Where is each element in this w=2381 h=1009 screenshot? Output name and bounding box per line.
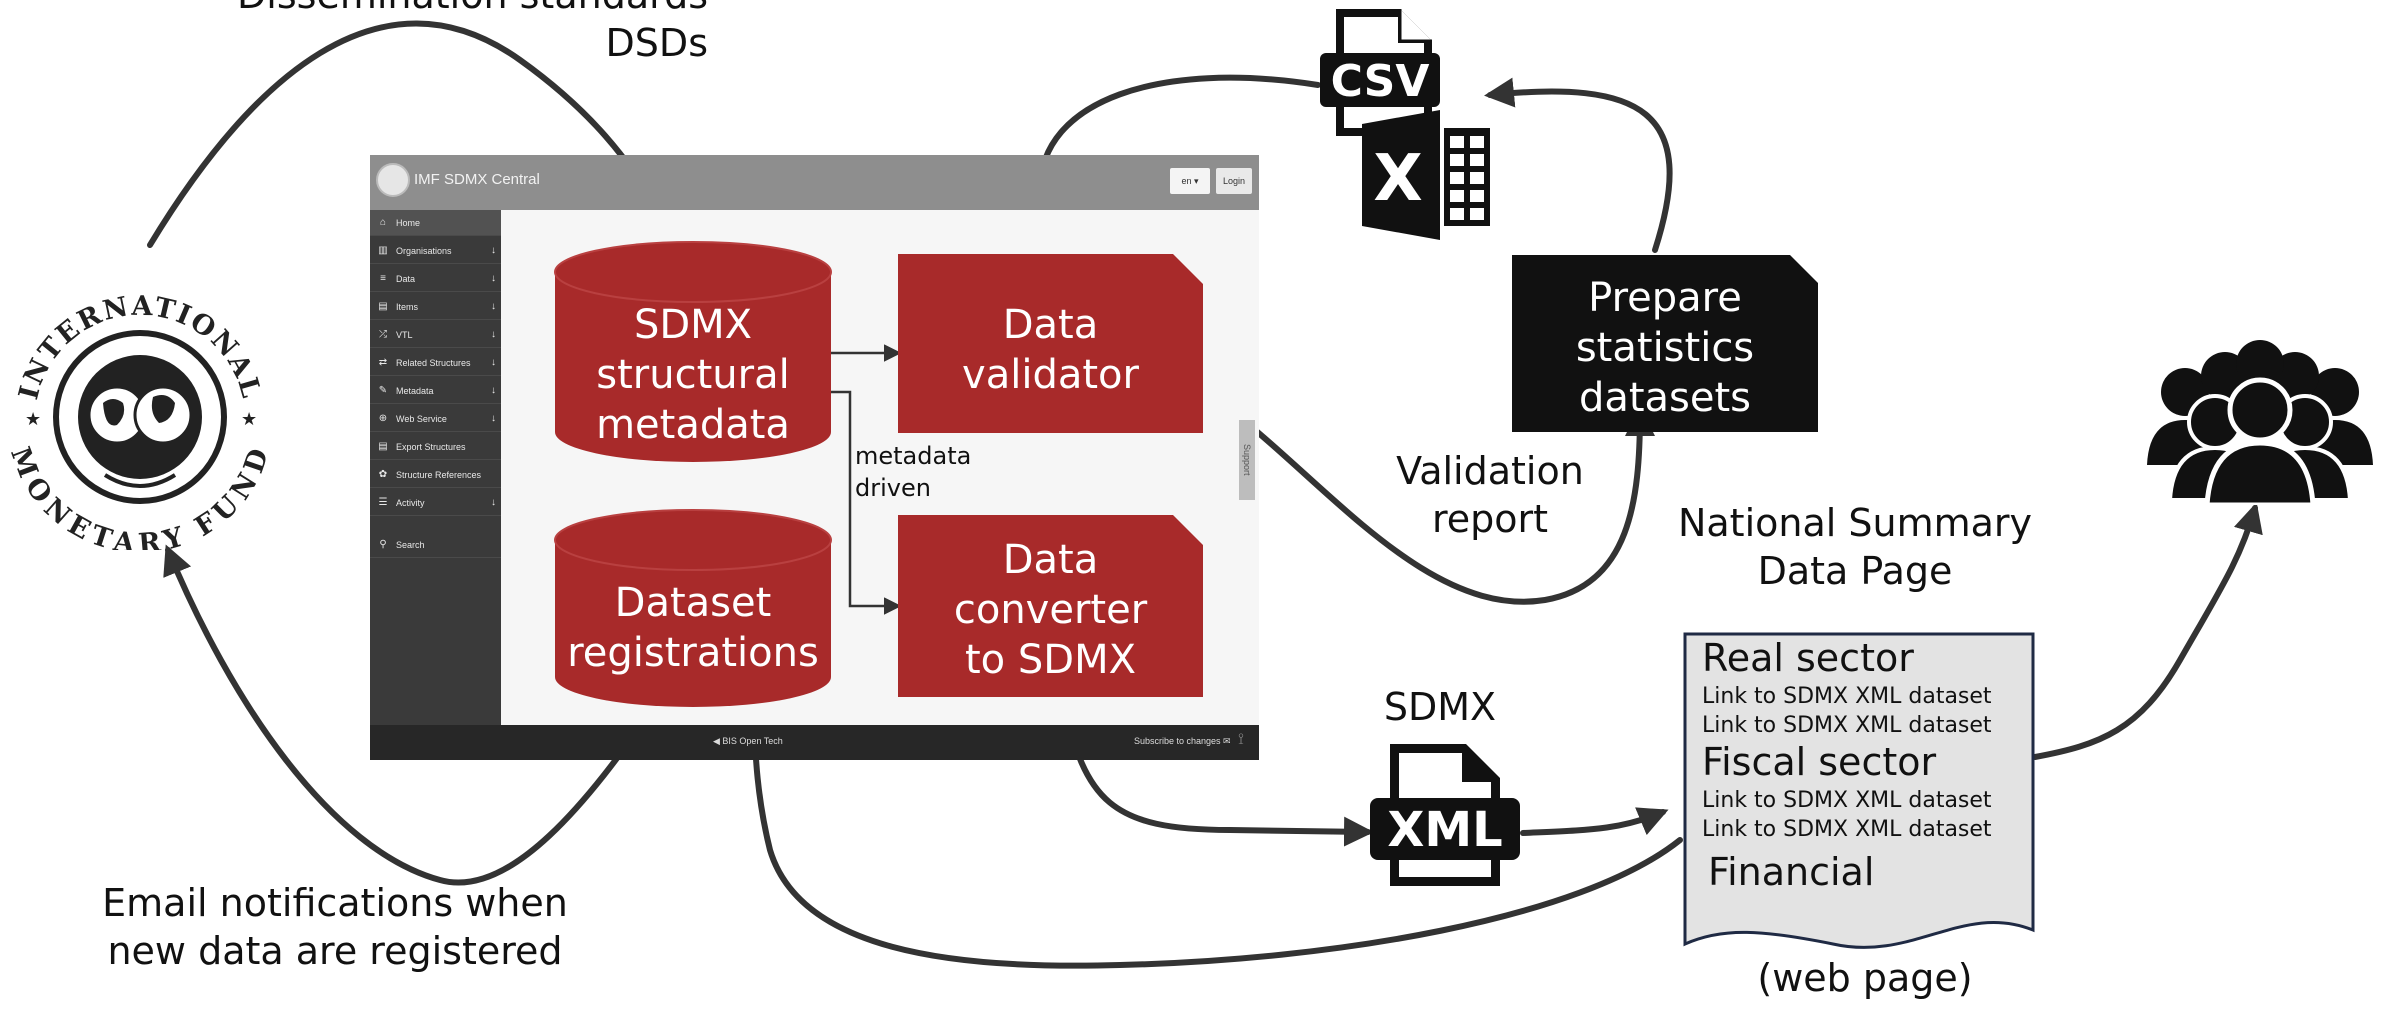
support-tab[interactable]: Support [1239,420,1255,500]
rss-icon[interactable]: ⟟ [1238,731,1244,748]
data-converter-box [898,515,1203,697]
svg-text:CSV: CSV [1331,56,1430,107]
language-select[interactable]: en ▾ [1170,168,1210,194]
arrow-down-icon: ↓ [491,301,496,312]
app-footer: ◀ BIS Open Tech Subscribe to changes ✉ ⟟ [370,725,1259,760]
building-icon: ▥ [378,245,388,256]
list-icon: ☰ [378,497,388,508]
sidebar-item-activity[interactable]: ☰Activity↓ [370,490,501,516]
arrow-down-icon: ↓ [491,245,496,256]
search-icon: ⚲ [379,539,387,550]
sdmx-metadata-label: SDMX structural metadata [596,302,790,448]
arrow-down-icon: ↓ [491,497,496,508]
csv-file-icon: CSV [1320,9,1440,136]
arrow-summary-to-registrations [739,694,1683,969]
open-tech-link[interactable]: ◀ BIS Open Tech [713,736,783,746]
svg-text:X: X [1373,142,1422,216]
arrow-prepare-to-spreadsheet [1484,77,1673,253]
arrow-xml-to-summary [1520,807,1669,836]
sidebar-item-related-structures[interactable]: ⇄Related Structures↓ [370,350,501,376]
summary-page-document [1683,632,2035,949]
prepare-statistics-box [1512,255,1818,432]
arrow-down-icon: ↓ [491,413,496,424]
imf-logo-icon [376,163,410,197]
sidebar-item-web-service[interactable]: ⊕Web Service↓ [370,406,501,432]
sidebar-item-items[interactable]: ▤Items↓ [370,294,501,320]
arrow-registrations-to-imf [163,544,658,886]
excel-icon: X [1362,110,1490,240]
exchange-icon: ⇄ [378,357,388,368]
prepare-statistics-label: Prepare statistics datasets [1575,275,1755,421]
shuffle-icon: ⤮ [379,329,387,340]
sidebar-item-home[interactable]: ⌂Home [370,210,501,236]
fiscal-sector-link-2[interactable]: Link to SDMX XML dataset [1702,817,1992,842]
sidebar-item-structure-references[interactable]: ✿Structure References [370,462,501,488]
users-group-icon [2147,340,2373,505]
data-validator-box [898,254,1203,433]
web-page-label: (web page) [1757,956,1973,1000]
summary-page-content: Real sector Link to SDMX XML dataset Lin… [1702,636,1992,894]
gear-icon: ✿ [378,469,388,480]
sidebar-item-metadata[interactable]: ✎Metadata↓ [370,378,501,404]
sdmx-label: SDMX [1383,685,1497,729]
app-topbar: IMF SDMX Central en ▾ Login [370,155,1259,210]
arrow-summary-to-users [2032,502,2263,760]
globe-icon: ⊕ [378,413,388,424]
arrow-down-icon: ↓ [491,357,496,368]
sidebar-item-data[interactable]: ≡Data↓ [370,266,501,292]
arrow-down-icon: ↓ [491,385,496,396]
national-summary-label: National Summary Data Page [1677,501,2033,593]
dataset-registrations-cylinder [554,509,832,707]
metadata-driven-label: metadata driven [855,442,972,503]
sidebar-item-search[interactable]: ⚲Search [370,532,501,558]
login-button[interactable]: Login [1216,168,1252,194]
sidebar-item-vtl[interactable]: ⤮VTL↓ [370,322,501,348]
real-sector-heading: Real sector [1702,636,1914,680]
email-notifications-label: Email notifications when new data are re… [102,881,568,973]
table-icon: ▤ [378,441,388,452]
real-sector-link-1[interactable]: Link to SDMX XML dataset [1702,684,1992,709]
sidebar-item-export-structures[interactable]: ▤Export Structures [370,434,501,460]
arrow-metadata-to-converter [826,390,902,615]
svg-text:XML: XML [1387,802,1502,858]
sdmx-metadata-cylinder [554,241,832,462]
dissemination-label: Dissemination standards DSDs [237,0,708,65]
fiscal-sector-link-1[interactable]: Link to SDMX XML dataset [1702,788,1992,813]
app-title: IMF SDMX Central [414,171,540,188]
bar-chart-icon: ≡ [380,273,386,284]
home-icon: ⌂ [379,217,387,228]
list-icon: ▤ [378,301,388,312]
data-validator-label: Data validator [962,302,1139,398]
data-converter-label: Data converter to SDMX [953,537,1148,683]
sidebar-item-organisations[interactable]: ▥Organisations↓ [370,238,501,264]
imf-seal-icon: INTERNATIONAL MONETARY FUND ★ ★ [5,291,274,550]
arrow-imf-to-metadata [147,20,666,248]
dataset-registrations-label: Dataset registrations [567,579,819,676]
financial-heading: Financial [1708,850,1875,894]
arrow-validator-to-prepare [1202,389,1655,605]
arrow-down-icon: ↓ [491,329,496,340]
xml-file-icon: XML [1370,744,1520,886]
validation-report-label: Validation report [1396,449,1584,541]
fiscal-sector-heading: Fiscal sector [1702,740,1937,784]
svg-text:★: ★ [25,409,41,429]
arrow-down-icon: ↓ [491,273,496,284]
real-sector-link-2[interactable]: Link to SDMX XML dataset [1702,713,1992,738]
app-sidebar: ⌂Home ▥Organisations↓ ≡Data↓ ▤Items↓ ⤮VT… [370,210,501,725]
svg-text:★: ★ [241,409,257,429]
pencil-icon: ✎ [378,385,388,396]
subscribe-link[interactable]: Subscribe to changes ✉ [1134,736,1231,746]
